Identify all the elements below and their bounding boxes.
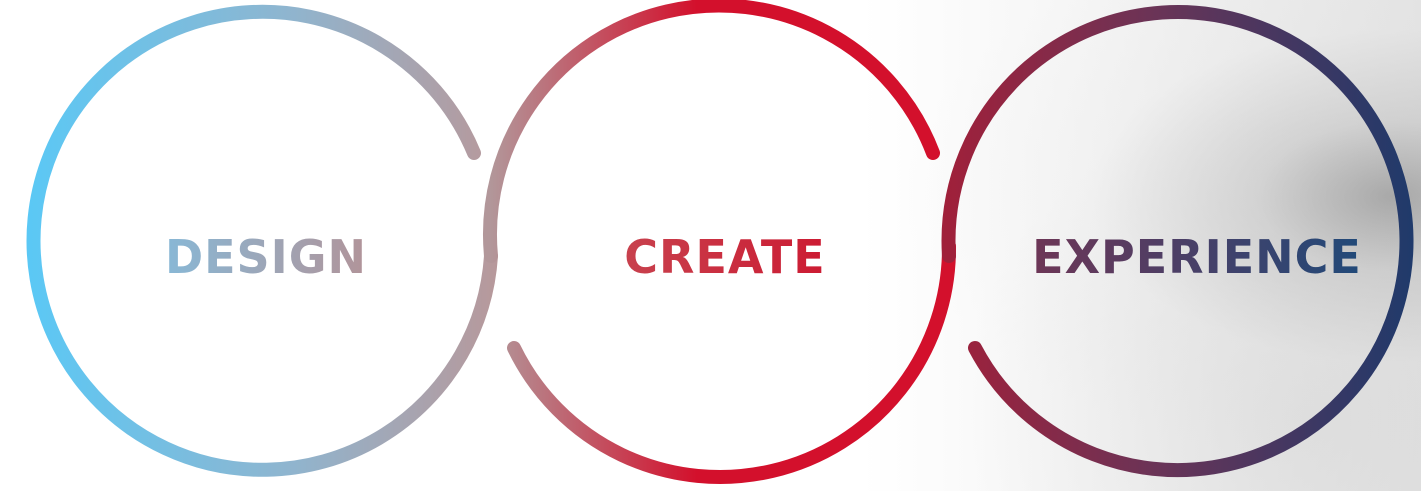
design-label: DESIGN xyxy=(165,230,367,284)
experience-ring xyxy=(941,5,1414,478)
create-label: CREATE xyxy=(624,230,825,284)
create-ring-upper xyxy=(483,0,940,263)
create-ring xyxy=(507,239,957,484)
design-ring xyxy=(26,4,498,477)
experience-label: EXPERIENCE xyxy=(1032,230,1362,284)
